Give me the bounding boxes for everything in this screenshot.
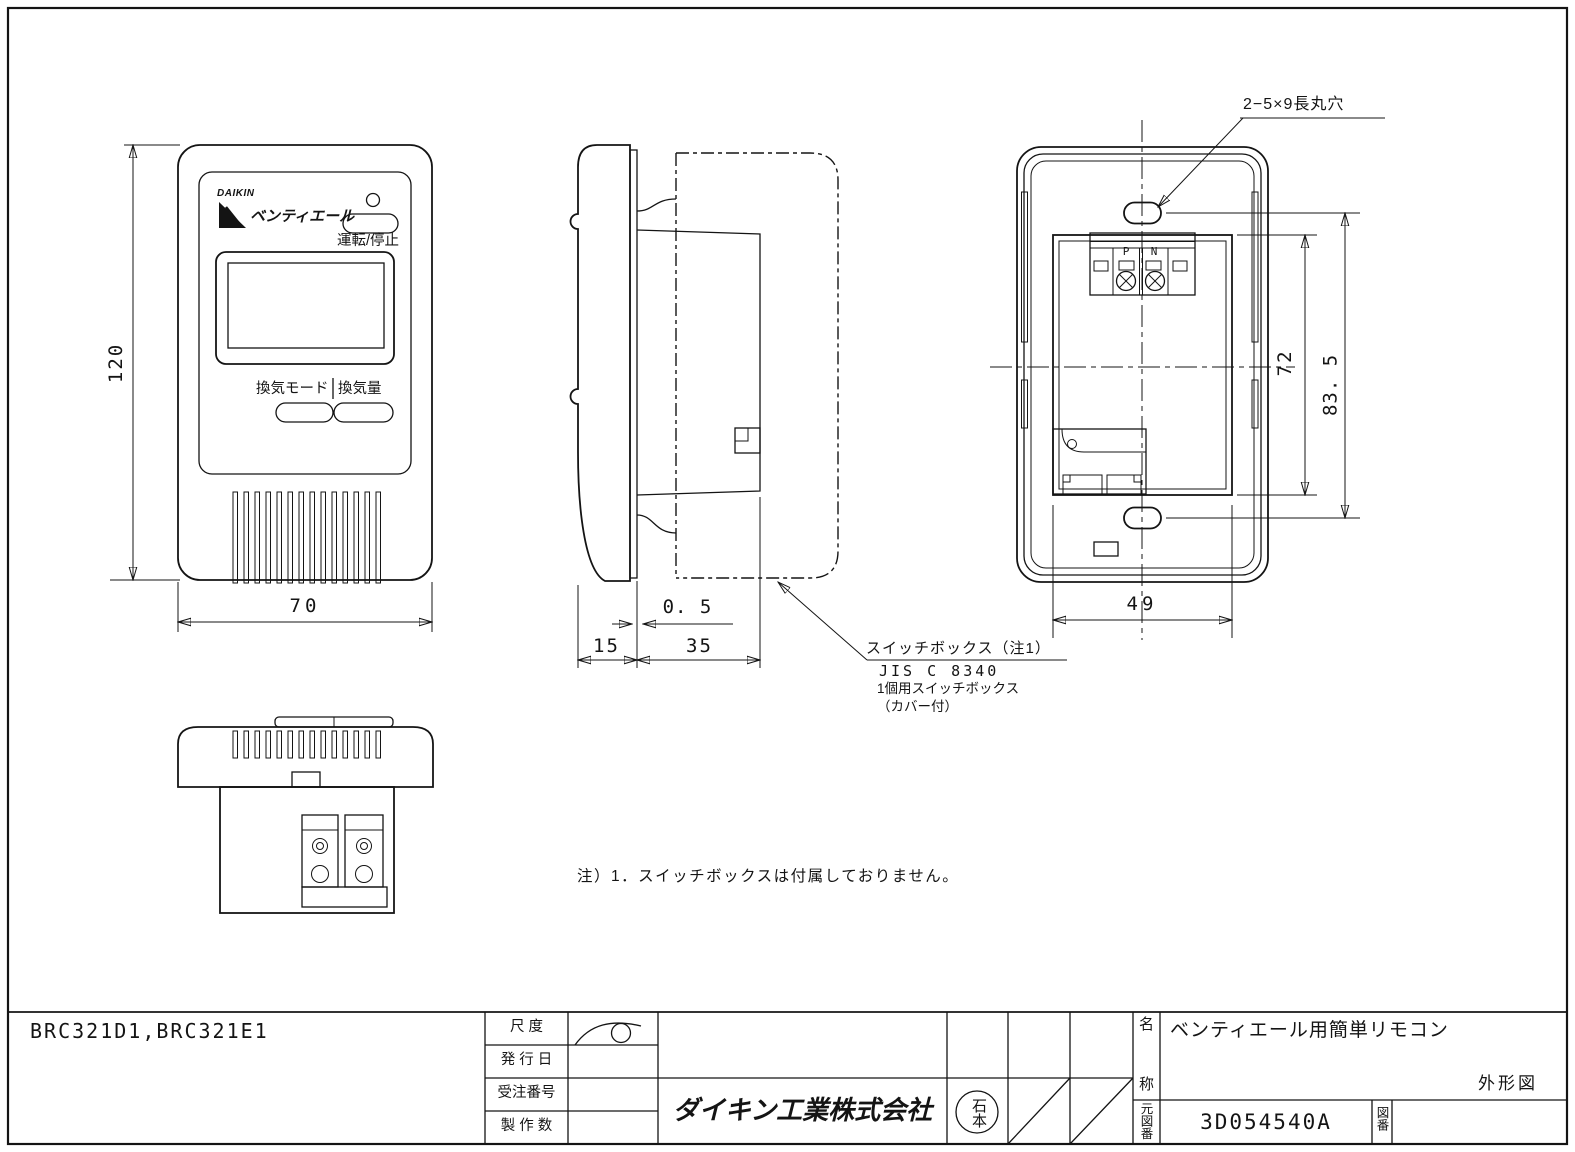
switch-box-outline bbox=[676, 152, 839, 579]
vent-volume-button bbox=[333, 402, 394, 423]
switch-box-note-jis: JIS C 8340 bbox=[879, 662, 1000, 680]
front-vent-slats bbox=[232, 491, 381, 584]
issue-date-label: 発 行 日 bbox=[500, 1052, 553, 1068]
switch-box-note-line2: 1個用スイッチボックス bbox=[877, 681, 1020, 696]
lcd-panel bbox=[215, 251, 395, 365]
base-drawing-number: 3D054540A bbox=[1200, 1110, 1332, 1134]
dim-front-height: 120 bbox=[105, 342, 128, 384]
dim-rear-opening-height: 72 bbox=[1274, 349, 1297, 377]
screw-terminal-p bbox=[1115, 270, 1137, 292]
vent-mode-button bbox=[275, 402, 334, 423]
run-stop-button bbox=[342, 213, 399, 234]
title-block-lines bbox=[8, 1011, 1567, 1145]
run-stop-label: 運転/停止 bbox=[337, 233, 400, 249]
dim-rear-opening-width: 49 bbox=[1126, 593, 1158, 615]
dim-front-width: 70 bbox=[289, 595, 321, 617]
bottom-view bbox=[177, 716, 434, 914]
drawing-type: 外形図 bbox=[1478, 1074, 1538, 1093]
model-numbers: BRC321D1,BRC321E1 bbox=[30, 1019, 269, 1043]
rear-view bbox=[990, 117, 1385, 640]
screw-terminal-n bbox=[1144, 270, 1166, 292]
signature-slash bbox=[1007, 1077, 1071, 1145]
dim-side-box-depth: 35 bbox=[686, 635, 713, 657]
oblong-hole-label: 2−5×9長丸穴 bbox=[1243, 96, 1345, 113]
side-view bbox=[569, 144, 1067, 668]
dim-side-gap: 0. 5 bbox=[662, 596, 713, 618]
switch-box-note-title: スイッチボックス（注1） bbox=[866, 640, 1051, 657]
product-name: ベンティエール用簡単リモコン bbox=[1170, 1020, 1449, 1041]
name-label-top: 名 bbox=[1138, 1016, 1154, 1033]
dim-side-body-depth: 15 bbox=[593, 635, 620, 657]
bottom-vent-slats bbox=[232, 730, 381, 759]
company-name: ダイキン工業株式会社 bbox=[672, 1095, 933, 1125]
drawing-number-label: 図番 bbox=[1374, 1106, 1389, 1131]
page-border bbox=[6, 6, 1569, 1146]
signature-slash bbox=[1069, 1077, 1134, 1145]
quantity-label: 製 作 数 bbox=[500, 1118, 553, 1134]
approval-stamp-circle bbox=[955, 1090, 999, 1134]
vent-mode-label: 換気モード bbox=[256, 381, 329, 397]
scale-symbol bbox=[574, 1022, 642, 1046]
vent-volume-label: 換気量 bbox=[338, 381, 382, 397]
product-logo-text: ベンティエール bbox=[250, 208, 355, 225]
approval-stamp: 石本 bbox=[970, 1098, 987, 1128]
footnote: 注）1．スイッチボックスは付属しておりません。 bbox=[577, 868, 960, 885]
scale-symbol bbox=[610, 1022, 632, 1044]
mounting-bracket bbox=[1052, 428, 1147, 495]
switch-box-note-line3: （カバー付） bbox=[877, 699, 958, 714]
dim-rear-hole-pitch: 83. 5 bbox=[1319, 353, 1342, 417]
base-drawing-label: 元図番 bbox=[1138, 1102, 1153, 1140]
led-indicator bbox=[365, 192, 381, 208]
terminal-n-label: N bbox=[1150, 245, 1158, 258]
scale-label: 尺 度 bbox=[509, 1019, 544, 1035]
daikin-brand-text: DAIKIN bbox=[217, 188, 255, 199]
front-view bbox=[110, 145, 432, 632]
terminal-p-label: P bbox=[1122, 245, 1130, 258]
name-label-bottom: 称 bbox=[1138, 1076, 1154, 1093]
order-number-label: 受注番号 bbox=[497, 1085, 556, 1101]
